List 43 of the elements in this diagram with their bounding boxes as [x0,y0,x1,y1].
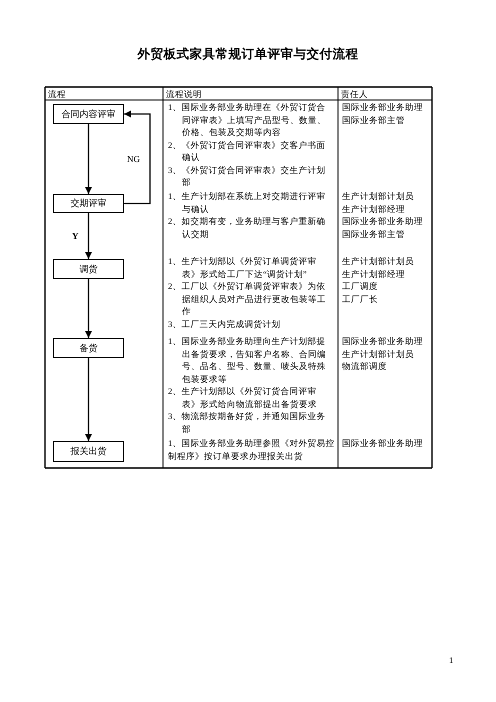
process-box: 备货 [53,338,124,358]
process-box: 调货 [53,259,124,279]
edge-label: NG [127,152,140,165]
process-box: 报关出货 [53,441,124,462]
column-header: 流程说明 [166,88,202,100]
responsible-role: 工厂厂长 [342,292,378,305]
process-box: 合同内容评审 [53,104,124,124]
responsible-role: 工厂调度 [342,280,378,292]
edge-label: Y [72,230,78,242]
step-description: 3、工厂三天内完成调货计划 [168,318,280,330]
responsible-role: 国际业务部业务助理 [342,335,423,348]
arrow [85,279,92,338]
arrow [85,358,92,441]
step-description: 1、生产计划部在系统上对交期进行评审与确认 [168,190,326,215]
step-description: 1、国际业务部业务助理向生产计划部提出备货要求，告知客户名称、合同编号、品名、型号、数量、唛头及特殊包装要求等 [168,335,327,385]
page-number: 1 [449,654,454,666]
responsible-role: 国际业务部主管 [342,114,405,126]
responsible-role: 生产计划部计划员 [342,255,414,268]
step-description: 1、生产计划部以《外贸订单调货评审表》形式给工厂下达“调货计划” [168,255,318,280]
step-description: 1、国际业务部业务助理参照《对外贸易控制程序》按订单要求办理报关出货 [168,437,336,462]
responsible-role: 国际业务部业务助理 [342,437,423,450]
responsible-role: 生产计划部经理 [342,268,405,280]
column-header: 责任人 [341,88,368,100]
step-description: 1、国际业务部业务助理在《外贸订货合同评审表》上填写产品型号、数量、价格、包装及交期等内容 [168,101,327,138]
step-description: 2、如交期有变，业务助理与客户重新确认交期 [168,215,326,240]
step-description: 2、《外贸订货合同评审表》交客户书面确认 [168,138,326,164]
column-header: 流程 [48,88,66,100]
step-description: 2、工厂以《外贸订单调货评审表》为依据组织人员对产品进行更改包装等工作 [168,280,327,318]
step-description: 3、物流部按期备好货，并通知国际业务部 [168,410,326,435]
step-description: 2、生产计划部以《外贸订货合同评审表》形式给向物流部提出备货要求 [168,385,318,410]
arrow [85,213,92,259]
title: 外贸板式家具常规订单评审与交付流程 [138,46,358,62]
responsible-role: 生产计划部计划员 [342,348,414,360]
responsible-role: 国际业务部业务助理 [342,215,423,228]
responsible-role: 国际业务部主管 [342,228,405,240]
arrow [124,110,151,204]
responsible-role: 生产计划部计划员 [342,190,414,202]
responsible-role: 物流部调度 [342,360,387,372]
responsible-role: 生产计划部经理 [342,202,405,215]
responsible-role: 国际业务部业务助理 [342,101,423,114]
step-description: 3、《外贸订货合同评审表》交生产计划部 [168,164,326,188]
arrow [85,124,92,194]
process-box: 交期评审 [53,194,124,213]
